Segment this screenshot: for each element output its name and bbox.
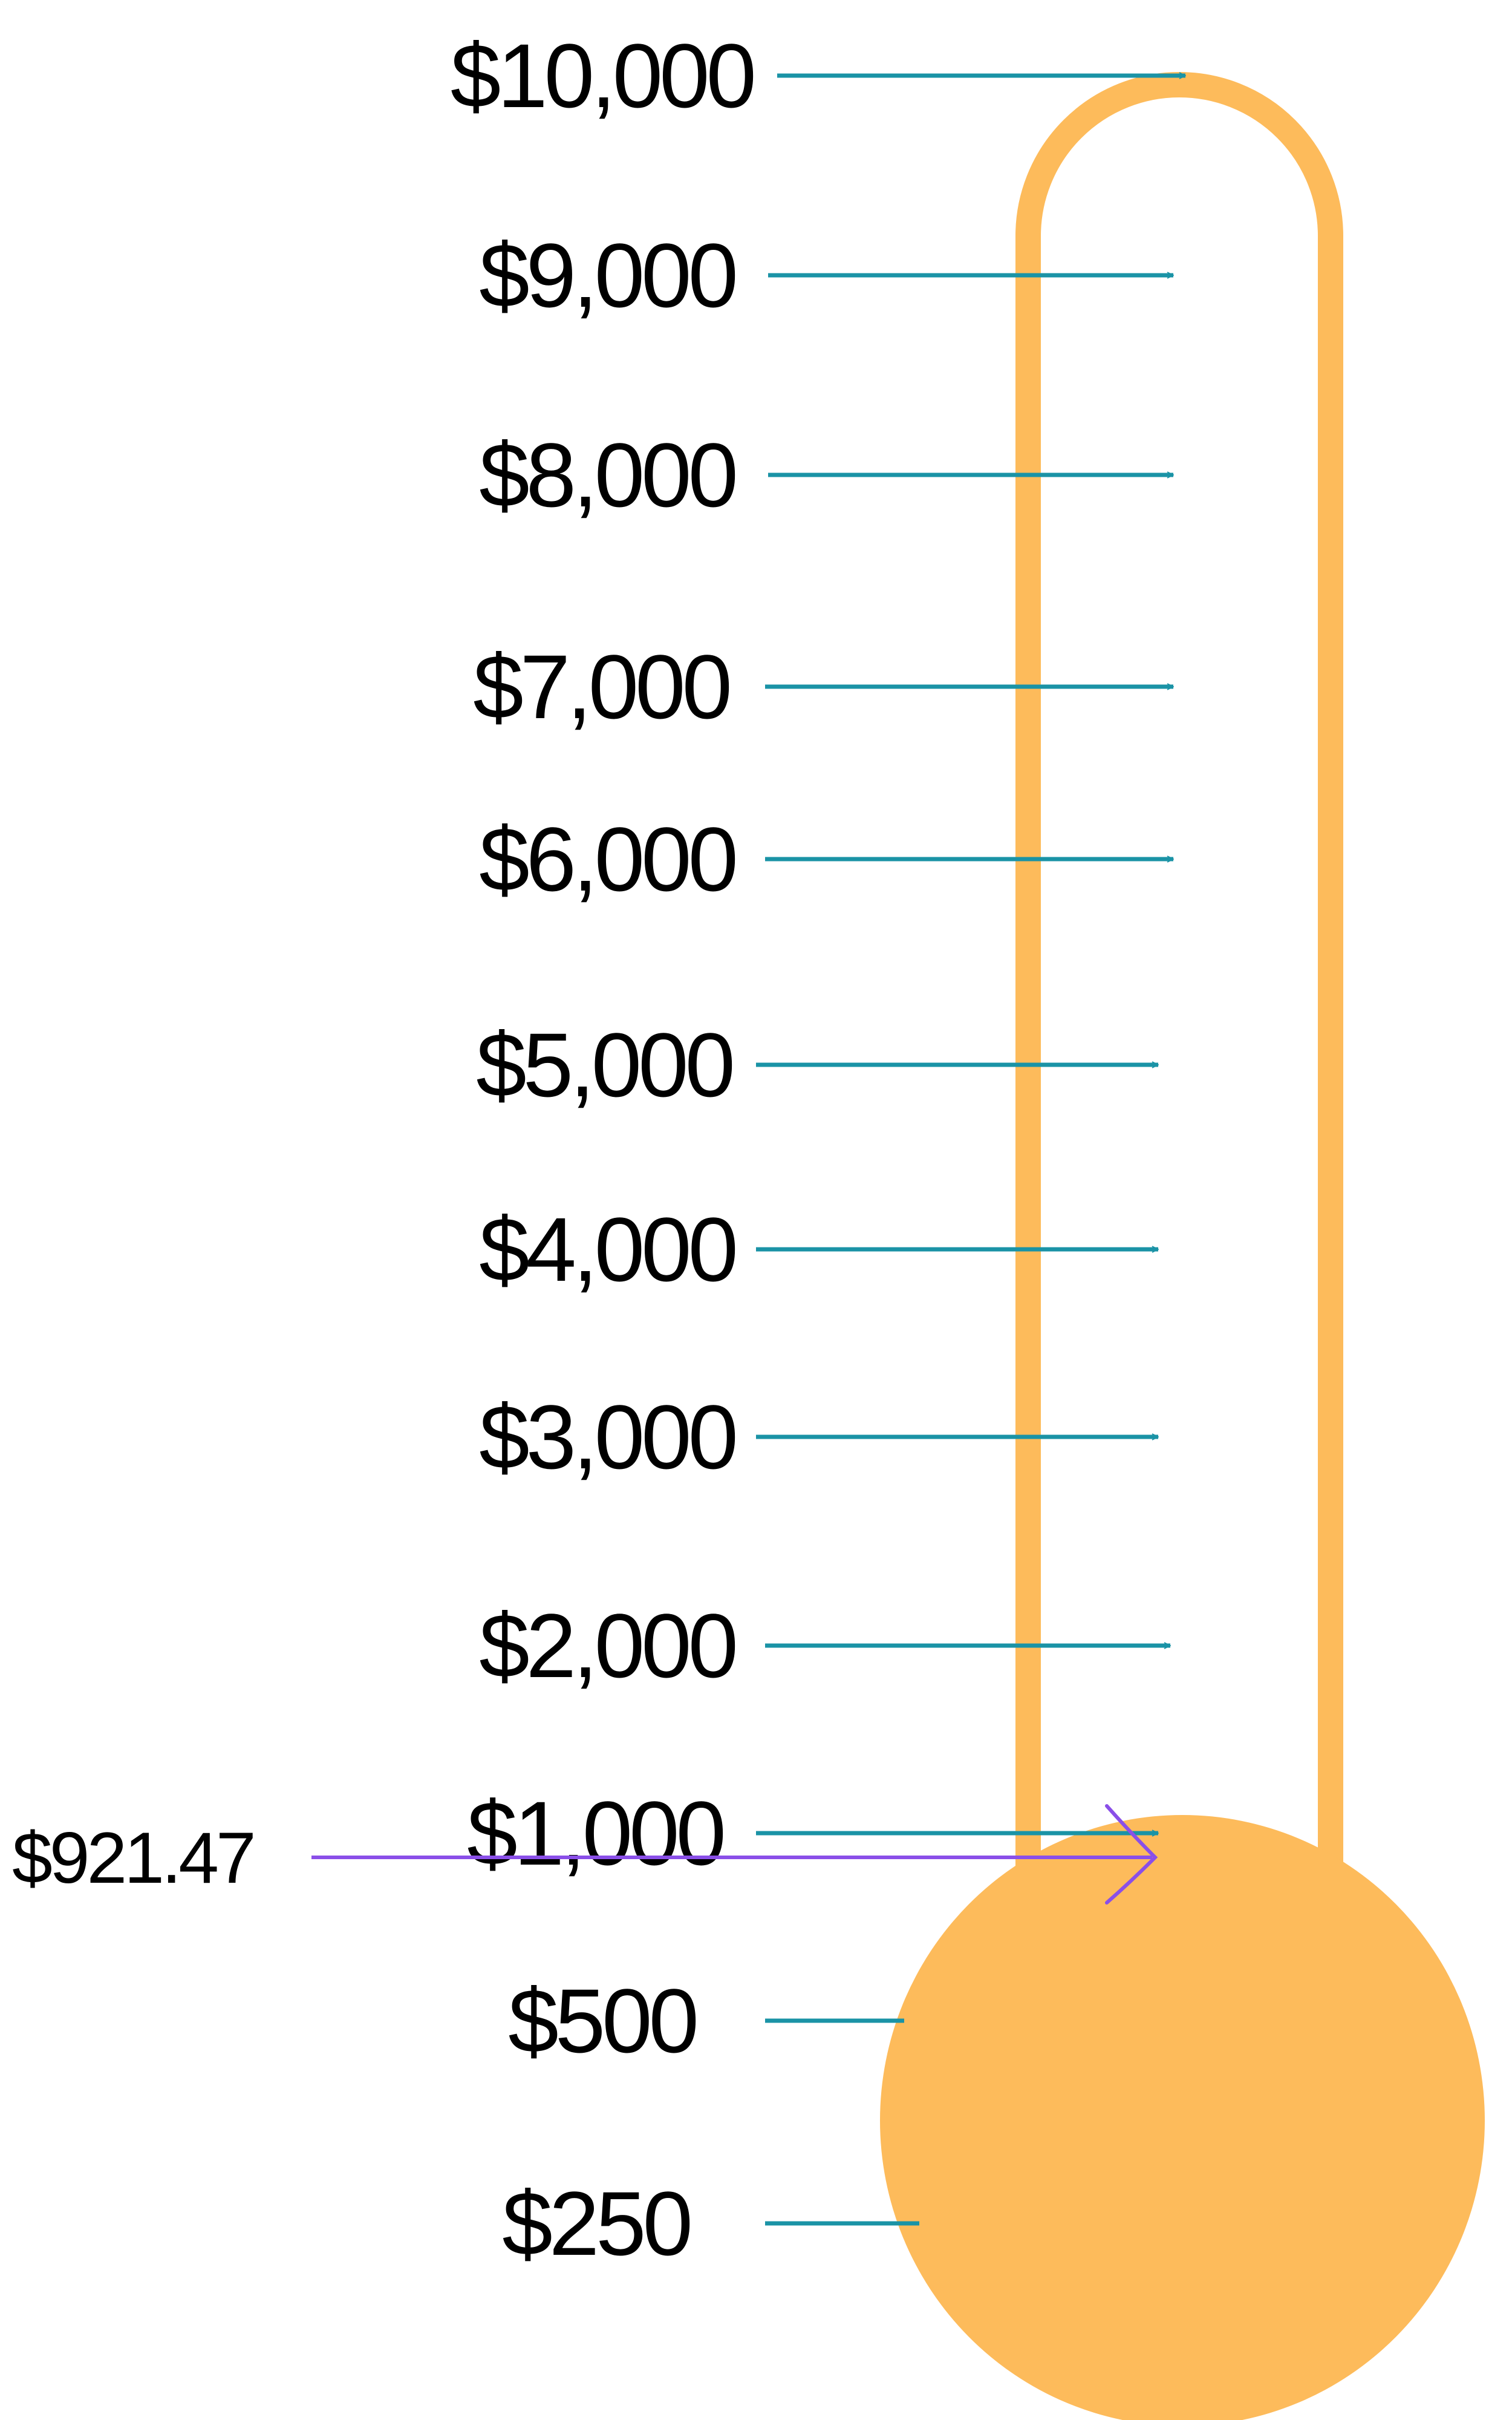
current-value-marker: $921.47 <box>12 1804 1158 1905</box>
tick-label-2000: $2,000 <box>479 1595 735 1696</box>
tick-label-5000: $5,000 <box>476 1014 732 1116</box>
tick-label-8000: $8,000 <box>479 424 735 526</box>
tick-label-4000: $4,000 <box>479 1199 735 1300</box>
tick-label-6000: $6,000 <box>479 808 735 910</box>
current-value-arrowhead <box>1105 1804 1158 1905</box>
tick-label-7000: $7,000 <box>473 636 729 737</box>
thermometer-bulb <box>880 1815 1485 2420</box>
tick-label-10000: $10,000 <box>451 25 754 126</box>
thermometer-tube <box>1015 72 1343 1869</box>
tick-label-9000: $9,000 <box>479 224 735 326</box>
thermometer-neck <box>1016 1860 1343 1909</box>
tick-label-500: $500 <box>508 1970 696 2072</box>
tick-marks: $10,000 $9,000 $8,000 $7,000 $6,000 $5,000 $4,… <box>451 25 1185 2274</box>
tick-label-250: $250 <box>502 2173 689 2274</box>
current-value-label: $921.47 <box>12 1817 253 1898</box>
tick-label-1000: $1,000 <box>467 1782 723 1884</box>
tick-label-3000: $3,000 <box>479 1386 735 1488</box>
